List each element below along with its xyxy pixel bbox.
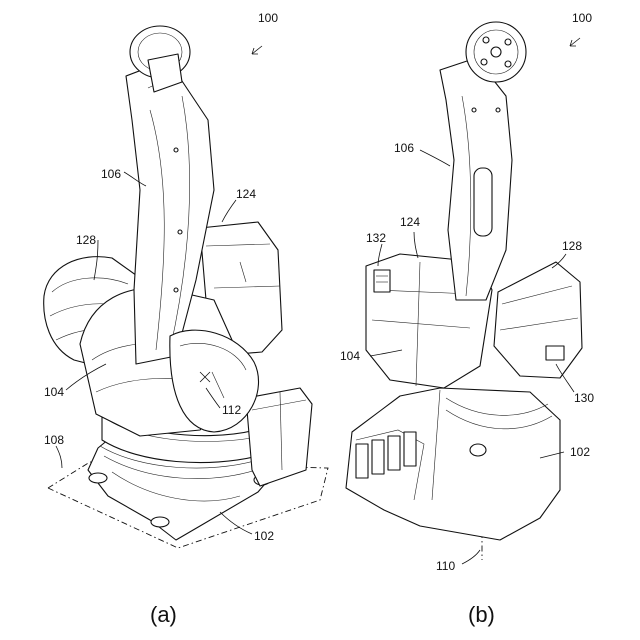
connector-130 [546, 346, 564, 360]
label-a-104: 104 [44, 385, 64, 399]
label-a-102: 102 [254, 529, 274, 543]
label-a-108: 108 [44, 433, 64, 447]
label-a-128: 128 [76, 233, 96, 247]
label-a-100: 100 [258, 11, 278, 25]
label-b-124: 124 [400, 215, 420, 229]
label-b-128: 128 [562, 239, 582, 253]
figure-b-robot [346, 22, 582, 560]
label-a-106: 106 [101, 167, 121, 181]
nameplate-132 [374, 270, 390, 292]
label-b-100: 100 [572, 11, 592, 25]
caption-b: (b) [468, 602, 495, 627]
captions: (a) (b) [150, 602, 495, 627]
figure-a-robot [44, 26, 328, 548]
label-b-104: 104 [340, 349, 360, 363]
label-a-124: 124 [236, 187, 256, 201]
label-a-112: 112 [222, 403, 241, 417]
counterweight-128-b [494, 262, 582, 378]
label-b-102: 102 [570, 445, 590, 459]
label-b-110: 110 [436, 559, 455, 573]
label-b-130: 130 [574, 391, 594, 405]
caption-a: (a) [150, 602, 177, 627]
label-b-132: 132 [366, 231, 386, 245]
label-b-106: 106 [394, 141, 414, 155]
